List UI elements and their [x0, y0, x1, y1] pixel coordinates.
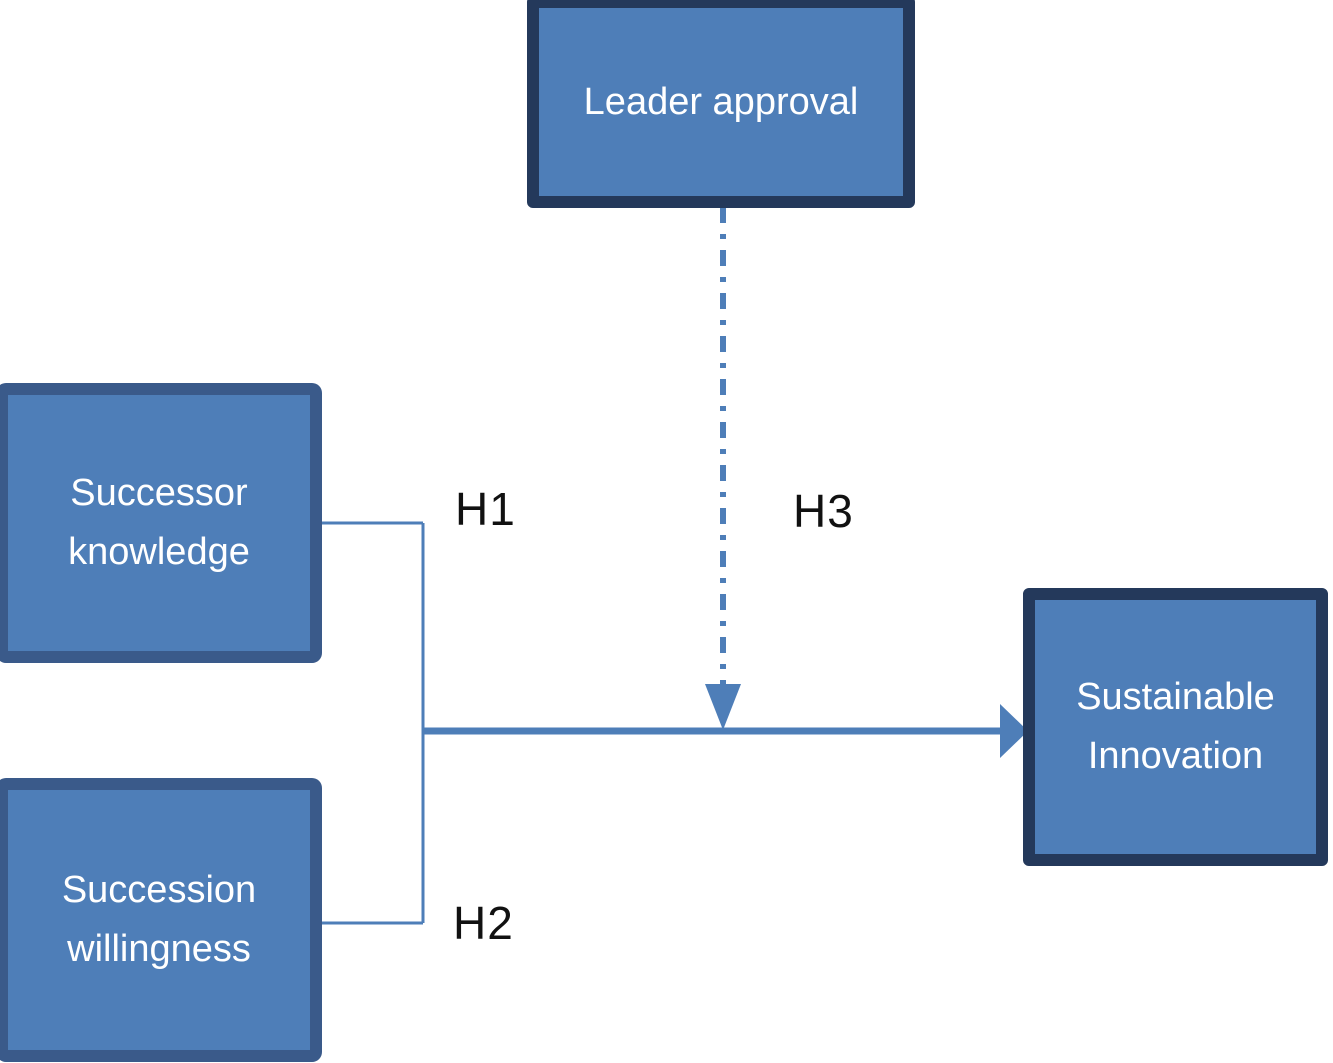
hypothesis-label-h2: H2 [453, 897, 514, 949]
node-leader-approval: Leader approval [527, 0, 915, 208]
hypothesis-label-h3: H3 [793, 485, 854, 537]
node-successor-knowledge-label: Successor knowledge [68, 472, 250, 573]
node-successor-knowledge: Successor knowledge [0, 383, 322, 663]
node-succession-willingness: Succession willingness [0, 778, 322, 1062]
hypothesis-label-h1: H1 [455, 483, 516, 535]
node-succession-willingness-label: Succession willingness [61, 869, 257, 970]
node-leader-approval-label: Leader approval [583, 80, 859, 123]
arrowhead-down-icon [705, 684, 741, 730]
node-sustainable-innovation: Sustainable Innovation [1023, 588, 1328, 866]
node-sustainable-innovation-label: Sustainable Innovation [1076, 676, 1275, 777]
